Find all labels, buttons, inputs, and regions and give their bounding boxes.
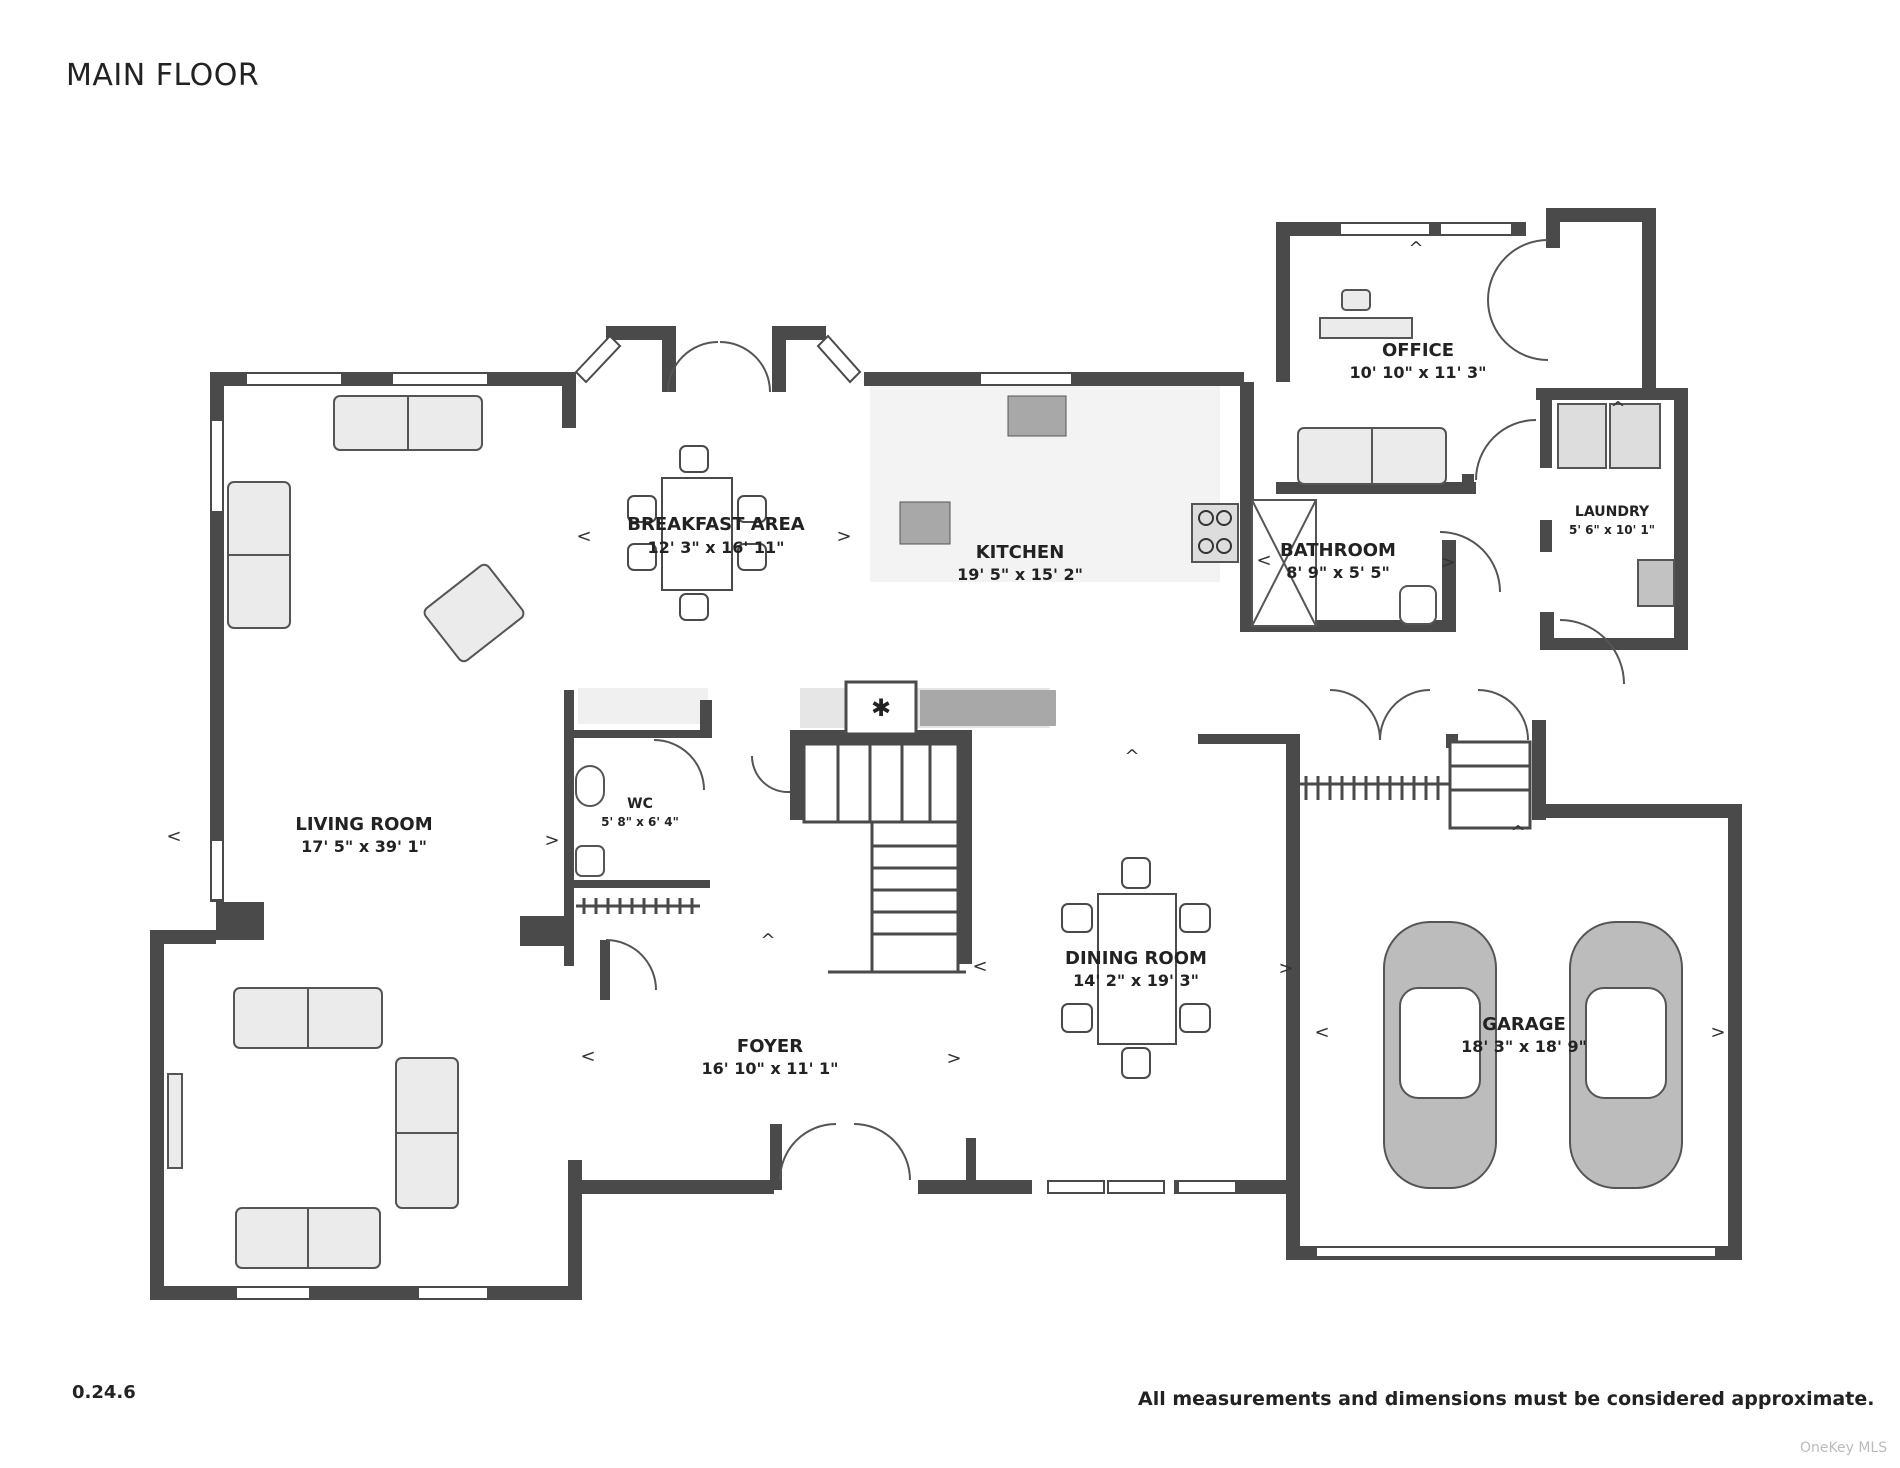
wc-dims: 5' 8" x 6' 4" [601,815,679,829]
office-name: OFFICE [1382,340,1454,361]
svg-text:^: ^ [760,930,775,951]
svg-text:>: > [836,526,851,547]
watermark: OneKey MLS [1800,1440,1888,1456]
garage-cars [1383,921,1683,1189]
room-labels: LIVING ROOM 17' 5" x 39' 1" BREAKFAST AR… [295,340,1655,1078]
foyer-dims: 16' 10" x 11' 1" [702,1059,839,1078]
svg-text:>: > [1710,1022,1725,1043]
svg-text:✱: ✱ [871,694,891,722]
svg-text:<: < [1314,1022,1329,1043]
kitchen-name: KITCHEN [976,542,1065,563]
closets [576,776,1450,914]
furniture [167,289,1447,1269]
bathroom-dims: 8' 9" x 5' 5" [1286,563,1390,582]
garage-dims: 18' 3" x 18' 9" [1461,1037,1587,1056]
kitchen-fixtures: ✱ [844,395,1675,736]
svg-text:>: > [544,830,559,851]
dining-dims: 14' 2" x 19' 3" [1073,971,1199,990]
breakfast-table [627,445,767,621]
garage-name: GARAGE [1482,1014,1566,1035]
dining-table [1061,857,1211,1079]
bathroom-name: BATHROOM [1280,540,1396,561]
doors [605,239,1625,1181]
breakfast-name: BREAKFAST AREA [627,514,805,535]
living-room-name: LIVING ROOM [295,814,432,835]
svg-text:^: ^ [1510,822,1525,843]
svg-text:^: ^ [1610,398,1625,419]
svg-text:^: ^ [1124,746,1139,767]
breakfast-dims: 12' 3" x 16' 11" [648,538,785,557]
office-dims: 10' 10" x 11' 3" [1350,363,1487,382]
wc-name: WC [627,796,653,812]
staircase [802,740,1532,974]
svg-text:^: ^ [1408,238,1423,259]
svg-text:<: < [166,826,181,847]
svg-text:<: < [972,956,987,977]
laundry-name: LAUNDRY [1575,504,1650,520]
dining-name: DINING ROOM [1065,948,1207,969]
laundry-dims: 5' 6" x 10' 1" [1569,523,1655,537]
svg-text:>: > [1278,958,1293,979]
windows [210,222,1717,1300]
svg-text:<: < [1256,550,1271,571]
svg-text:<: < [580,1046,595,1067]
disclaimer-text: All measurements and dimensions must be … [1138,1388,1875,1410]
page-title: MAIN FLOOR [66,58,260,93]
dimension-markers: < > < > < > > < > ^ ^ ^ ^ < > < ^ [166,238,1725,1069]
living-room-dims: 17' 5" x 39' 1" [301,837,427,856]
foyer-name: FOYER [737,1036,803,1057]
svg-text:>: > [946,1048,961,1069]
svg-text:<: < [576,526,591,547]
svg-text:>: > [1440,552,1455,573]
kitchen-dims: 19' 5" x 15' 2" [957,565,1083,584]
version-number: 0.24.6 [72,1382,136,1403]
